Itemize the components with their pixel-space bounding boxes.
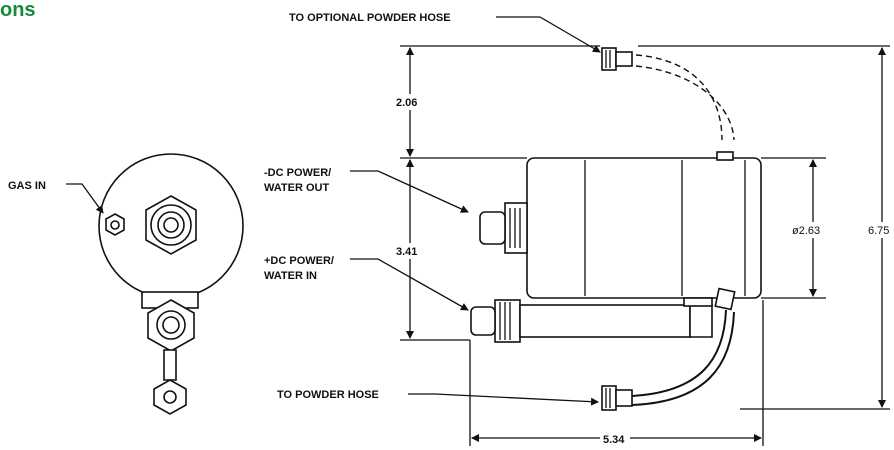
gas-in-leader — [66, 183, 104, 214]
dim-3-41: 3.41 — [396, 246, 417, 258]
optional-hose-label: TO OPTIONAL POWDER HOSE — [289, 12, 451, 24]
powder-connector — [601, 385, 633, 411]
gas-in-label: GAS IN — [8, 180, 46, 192]
center-fitting — [145, 195, 197, 255]
water-tube — [519, 304, 691, 338]
powder-hose — [631, 309, 727, 397]
dc-pos-label-line1: +DC POWER/ — [264, 255, 334, 267]
powder-hose-label: TO POWDER HOSE — [277, 389, 379, 401]
lower-fitting — [470, 299, 521, 343]
dc-neg-label-line1: -DC POWER/ — [264, 167, 331, 179]
dc-neg-leader — [350, 170, 469, 213]
dim-5-34: 5.34 — [603, 434, 625, 446]
optional-hose-dash-1 — [635, 54, 723, 141]
dc-neg-label-line2: WATER OUT — [264, 182, 329, 194]
dc-pos-label-line2: WATER IN — [264, 270, 317, 282]
page-title: ons — [0, 0, 36, 21]
powder-bracket — [714, 287, 736, 311]
dim-diameter: ø2.63 — [792, 225, 820, 237]
optional-hose-dash-2 — [635, 65, 735, 141]
upper-fitting — [479, 202, 528, 254]
dim-2-06: 2.06 — [396, 97, 417, 109]
front-view — [470, 47, 762, 411]
dc-pos-leader — [350, 258, 469, 311]
optional-connector — [601, 47, 633, 71]
end-view — [98, 153, 244, 415]
dim-6-75: 6.75 — [868, 225, 889, 237]
bottom-fitting — [147, 299, 195, 352]
bottom-nut — [153, 379, 187, 415]
gas-fitting — [105, 213, 125, 236]
gun-body — [526, 157, 762, 299]
bottom-tube — [163, 349, 177, 381]
optional-hose-leader — [496, 16, 601, 53]
powder-hose-leader — [408, 393, 599, 406]
